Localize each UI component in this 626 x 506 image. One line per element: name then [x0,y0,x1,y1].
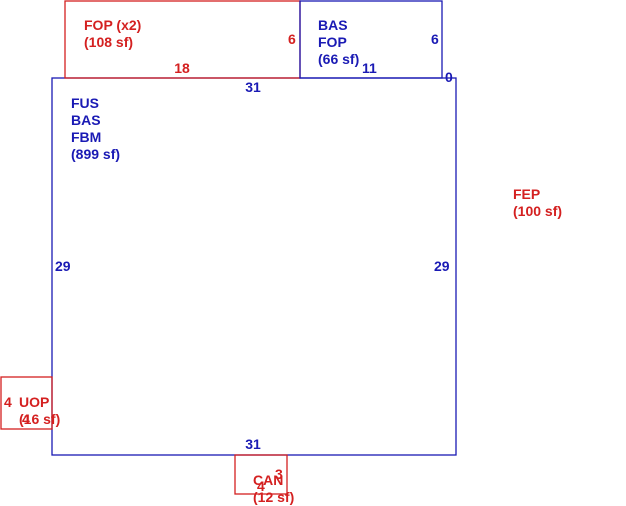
main-area-sqft: (899 sf) [71,146,120,162]
dim-can-right: 3 [275,466,283,482]
can-sqft: (12 sf) [253,489,294,505]
dim-fop-bottom: 18 [174,60,190,76]
bas-fop-sqft: (66 sf) [318,51,359,67]
main-area-line-3: FBM [71,129,101,145]
uop-sqft: (16 sf) [19,411,60,427]
bas-fop-line-2: FOP [318,34,347,50]
uop-line-1: UOP [19,394,49,410]
dim-main-right: 29 [434,258,450,274]
can-area-outline [234,454,288,495]
dim-bas-fop-bottom: 11 [362,60,377,76]
main-area-label: FUS BAS FBM (899 sf) [71,95,120,162]
fop-area-sqft: (108 sf) [84,34,133,50]
uop-area-label: UOP (16 sf) [19,394,60,427]
uop-area-outline [0,376,53,430]
fep-line-1: FEP [513,186,540,202]
bas-fop-area-outline [299,0,443,79]
bas-fop-area-label: BAS FOP (66 sf) [318,17,359,67]
main-area-line-2: BAS [71,112,101,128]
dim-uop-bottom: 4 [22,411,30,427]
main-area-line-1: FUS [71,95,99,111]
dim-main-corner: 0 [445,69,453,85]
fep-sqft: (100 sf) [513,203,562,219]
dim-uop-left: 4 [4,394,12,410]
dim-main-left: 29 [55,258,71,274]
dim-fop-right: 6 [288,31,296,47]
fop-area-label: FOP (x2) (108 sf) [84,17,145,50]
dim-bas-fop-right: 6 [431,31,439,47]
dim-main-top: 31 [245,79,261,95]
fep-area-label: FEP (100 sf) [513,186,562,219]
dim-can-bottom: 4 [257,478,265,494]
bas-fop-line-1: BAS [318,17,348,33]
main-area-outline [51,77,457,456]
can-line-1: CAN [253,472,283,488]
fop-area-line-1: FOP (x2) [84,17,141,33]
can-area-label: CAN (12 sf) [253,472,294,505]
dim-main-bottom: 31 [245,436,261,452]
